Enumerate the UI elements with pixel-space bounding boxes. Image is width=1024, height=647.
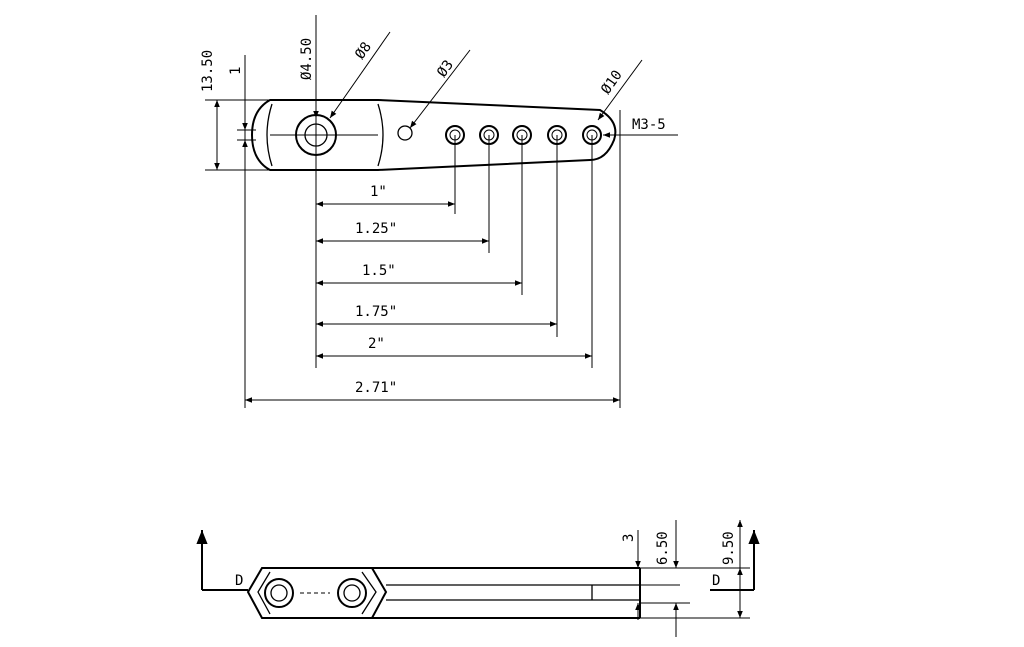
label-dia-8: Ø8 xyxy=(352,39,375,62)
label-section-d-left: D xyxy=(235,573,243,589)
label-dia-4-50: Ø4.50 xyxy=(299,38,315,80)
top-view: 13.50 1 Ø4.50 Ø8 Ø3 Ø10 M3-5 1" 1.25" 1.… xyxy=(200,15,678,408)
small-hole xyxy=(397,125,413,141)
label-dia-10: Ø10 xyxy=(598,67,626,97)
label-len-1-5: 1.5" xyxy=(362,263,396,279)
side-hole-left xyxy=(264,578,294,608)
hub-boss-left xyxy=(266,103,273,167)
side-hole-right xyxy=(337,578,367,608)
label-section-d-right: D xyxy=(712,573,720,589)
label-len-2-71: 2.71" xyxy=(355,380,397,396)
label-dim-3: 3 xyxy=(621,534,637,542)
label-len-1-25: 1.25" xyxy=(355,221,397,237)
label-small-1: 1 xyxy=(228,67,244,75)
label-thread-m3-5: M3-5 xyxy=(632,117,666,133)
label-height-13-50: 13.50 xyxy=(200,50,216,92)
label-len-1-75: 1.75" xyxy=(355,304,397,320)
side-view: D D 3 6.50 9.50 xyxy=(196,520,760,637)
label-dim-9-50: 9.50 xyxy=(721,531,737,565)
label-dia-3: Ø3 xyxy=(434,57,457,80)
label-dim-6-50: 6.50 xyxy=(655,531,671,565)
hub-boss-right xyxy=(377,103,384,167)
label-len-2: 2" xyxy=(368,336,385,352)
horn-outline xyxy=(250,99,617,171)
label-len-1: 1" xyxy=(370,184,387,200)
